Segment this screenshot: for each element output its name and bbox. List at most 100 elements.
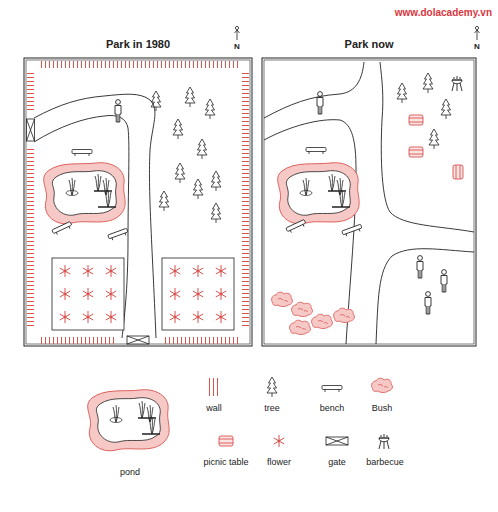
flower — [216, 265, 226, 277]
pond — [44, 163, 125, 224]
park-1980 — [24, 58, 252, 346]
wall — [27, 72, 34, 112]
tree — [423, 73, 433, 93]
legend-label: barbecue — [366, 457, 404, 467]
flower — [83, 311, 93, 323]
legend-label: gate — [328, 457, 346, 467]
flower-sample — [274, 435, 284, 447]
flower-bed — [52, 258, 124, 330]
road — [376, 249, 474, 344]
legend-label: bench — [320, 403, 345, 413]
legend-label: tree — [264, 403, 280, 413]
bench — [72, 150, 92, 157]
person — [317, 92, 323, 114]
tree — [185, 87, 195, 107]
gate — [127, 336, 149, 344]
tree — [397, 83, 407, 103]
flower — [170, 311, 180, 323]
bush — [290, 320, 311, 334]
bush-sample — [372, 378, 393, 392]
person — [115, 100, 121, 122]
tree — [441, 99, 451, 119]
picnic-table — [409, 147, 423, 157]
bench — [52, 222, 73, 236]
flower — [216, 288, 226, 300]
person — [425, 292, 431, 314]
wall-sample — [208, 378, 220, 396]
flower — [193, 288, 203, 300]
compass-arrow — [475, 26, 480, 40]
bush — [272, 292, 293, 306]
legend-label: Bush — [372, 403, 393, 413]
person — [441, 270, 447, 292]
flower — [106, 288, 116, 300]
panel-heading: Park now — [262, 38, 476, 50]
bench — [342, 224, 363, 237]
legend-symbols — [88, 377, 393, 451]
bush — [312, 314, 333, 328]
picnic-table — [409, 115, 423, 125]
pond — [278, 163, 359, 224]
map-panel: Park in 1980 — [24, 38, 252, 346]
tree — [197, 139, 207, 159]
flower — [83, 265, 93, 277]
flowers — [60, 265, 226, 323]
path — [34, 116, 129, 339]
flower — [216, 311, 226, 323]
wall — [38, 337, 114, 344]
picnic-table — [453, 165, 463, 179]
tree — [193, 179, 203, 199]
wall — [38, 61, 238, 68]
tree — [159, 191, 169, 211]
person — [417, 256, 423, 278]
flower — [170, 288, 180, 300]
north-label: N — [474, 42, 480, 51]
flower — [193, 265, 203, 277]
bush — [292, 302, 313, 316]
legend-label: wall — [206, 403, 222, 413]
compass-arrow — [235, 26, 240, 40]
north-label: N — [234, 42, 240, 51]
tree — [151, 91, 161, 111]
bush — [334, 308, 355, 322]
flower — [60, 265, 70, 277]
flower — [83, 288, 93, 300]
legend-label: flower — [267, 457, 291, 467]
wall — [242, 72, 249, 328]
barbecue-sample — [379, 434, 389, 449]
flower-bed — [162, 258, 234, 330]
bench-sample — [322, 386, 342, 393]
flower — [193, 311, 203, 323]
barbecue — [452, 76, 462, 91]
tree — [205, 99, 215, 119]
tree-sample — [267, 377, 277, 397]
map-panel: Park now — [262, 38, 476, 346]
watermark: www.dolacademy.vn — [395, 7, 492, 18]
bench — [306, 148, 326, 155]
tree — [173, 119, 183, 139]
flower — [60, 311, 70, 323]
panel-heading: Park in 1980 — [24, 38, 252, 50]
tree — [211, 203, 221, 223]
gate-sample — [326, 437, 348, 445]
path — [34, 94, 156, 338]
park-now — [262, 58, 476, 346]
gate — [27, 119, 35, 141]
tree — [175, 163, 185, 183]
bench — [108, 228, 129, 241]
bench — [286, 220, 307, 234]
flower — [106, 311, 116, 323]
pond-sample — [88, 390, 169, 451]
picnic-table-sample — [219, 436, 233, 446]
legend-label: pond — [120, 467, 140, 477]
wall — [162, 337, 238, 344]
flower — [106, 265, 116, 277]
road — [264, 62, 364, 118]
flower — [170, 265, 180, 277]
wall — [27, 148, 34, 328]
tree — [429, 129, 439, 149]
flower — [60, 288, 70, 300]
legend-label: picnic table — [203, 457, 248, 467]
tree — [211, 171, 221, 191]
